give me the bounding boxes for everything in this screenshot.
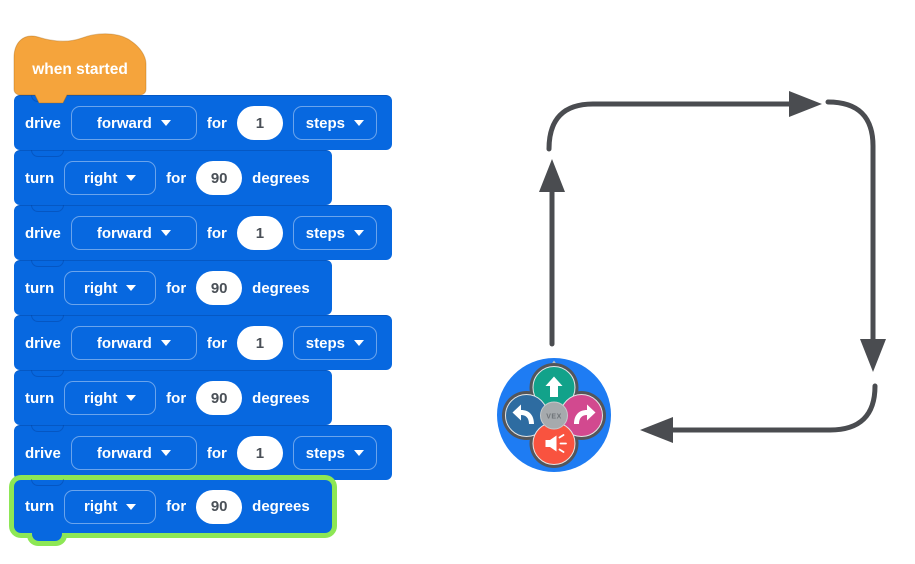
value-input[interactable]: 90: [196, 161, 243, 195]
unit-dropdown[interactable]: steps: [292, 326, 377, 360]
for-label: for: [166, 498, 187, 515]
for-label: for: [206, 444, 227, 462]
chevron-down-icon: [126, 395, 137, 401]
for-label: for: [166, 169, 187, 187]
chevron-down-icon: [160, 230, 171, 236]
arrow-right-icon: [789, 91, 822, 117]
robot-body: [497, 358, 611, 472]
hat-label: when started: [31, 61, 128, 78]
turn-left-button: [505, 394, 548, 437]
direction-dropdown[interactable]: forward: [70, 216, 197, 250]
chevron-down-icon: [160, 340, 171, 346]
path-arrowheads: [539, 91, 886, 443]
block-verb: turn: [25, 389, 55, 407]
chevron-down-icon: [160, 450, 171, 456]
value-input[interactable]: 1: [236, 216, 283, 250]
direction-dropdown[interactable]: right: [64, 489, 157, 524]
dropdown-value: right: [84, 498, 118, 515]
value-input[interactable]: 1: [236, 326, 283, 360]
hub-center: [540, 401, 568, 430]
chevron-down-icon: [126, 503, 137, 510]
drive-block[interactable]: drive forward for 1 steps: [14, 425, 392, 480]
block-verb: turn: [25, 279, 55, 297]
chevron-down-icon: [126, 285, 137, 291]
turn-block[interactable]: turn right for 90 degrees: [14, 150, 332, 205]
chevron-down-icon: [353, 450, 364, 456]
drive-block[interactable]: drive forward for 1 steps: [14, 95, 392, 150]
dropdown-value: steps: [305, 444, 345, 462]
chevron-down-icon: [353, 230, 364, 236]
chevron-down-icon: [160, 120, 171, 126]
unit-dropdown[interactable]: steps: [292, 436, 377, 470]
direction-dropdown[interactable]: right: [64, 161, 157, 195]
path-lines: [546, 99, 878, 433]
speaker-icon: [545, 434, 567, 453]
dropdown-value: right: [84, 389, 118, 407]
dropdown-value: right: [84, 279, 118, 297]
unit-label: degrees: [252, 279, 310, 297]
robot-direction-indicator-icon: [549, 360, 559, 368]
turn-right-button: [560, 394, 603, 437]
block-bump: [27, 532, 67, 546]
chevron-down-icon: [353, 120, 364, 126]
direction-dropdown[interactable]: forward: [70, 326, 197, 360]
chevron-down-icon: [126, 175, 137, 181]
sound-button: [532, 422, 576, 465]
dropdown-value: steps: [305, 224, 345, 242]
path-segment-down: [825, 99, 876, 344]
direction-dropdown[interactable]: right: [64, 271, 157, 305]
block-verb: turn: [25, 169, 55, 187]
unit-label: degrees: [252, 389, 310, 407]
vex-robot: VEX: [497, 358, 611, 472]
turn-block[interactable]: turn right for 90 degrees: [14, 260, 332, 315]
unit-dropdown[interactable]: steps: [292, 106, 377, 140]
for-label: for: [166, 279, 187, 297]
turn-right-arrow-icon: [574, 404, 596, 424]
when-started-hat-block[interactable]: when started: [13, 29, 149, 107]
dropdown-value: steps: [305, 334, 345, 352]
dropdown-value: right: [84, 169, 118, 187]
for-label: for: [206, 224, 227, 242]
value-input[interactable]: 1: [236, 106, 283, 140]
path-segment-right: [546, 101, 794, 152]
dropdown-value: forward: [96, 224, 152, 242]
turn-left-arrow-icon: [512, 404, 534, 424]
value-input[interactable]: 90: [196, 489, 243, 524]
drive-block[interactable]: drive forward for 1 steps: [14, 315, 392, 370]
up-arrow-icon: [545, 376, 563, 397]
forward-button: [532, 366, 576, 409]
dropdown-value: forward: [96, 444, 152, 462]
button-pad: [502, 363, 606, 468]
vex-hub-label: VEX: [546, 414, 562, 421]
dropdown-value: steps: [305, 114, 345, 132]
for-label: for: [206, 334, 227, 352]
turn-block[interactable]: turn right for 90 degrees: [14, 370, 332, 425]
unit-label: degrees: [252, 498, 310, 515]
path-segment-left: [668, 383, 878, 433]
value-input[interactable]: 90: [196, 381, 243, 415]
for-label: for: [166, 389, 187, 407]
arrow-down-icon: [860, 339, 886, 372]
block-verb: drive: [25, 114, 61, 132]
unit-label: degrees: [252, 169, 310, 187]
arrow-left-icon: [640, 417, 673, 443]
direction-dropdown[interactable]: forward: [70, 436, 197, 470]
value-input[interactable]: 90: [196, 271, 243, 305]
direction-dropdown[interactable]: forward: [70, 106, 197, 140]
turn-block-highlighted[interactable]: turn right for 90 degrees: [14, 479, 332, 546]
unit-dropdown[interactable]: steps: [292, 216, 377, 250]
value-input[interactable]: 1: [236, 436, 283, 470]
chevron-down-icon: [353, 340, 364, 346]
dropdown-value: forward: [96, 334, 152, 352]
dropdown-value: forward: [96, 114, 152, 132]
block-verb: drive: [25, 444, 61, 462]
direction-dropdown[interactable]: right: [64, 381, 157, 415]
block-verb: turn: [25, 498, 55, 515]
arrow-up-icon: [539, 159, 565, 192]
block-verb: drive: [25, 224, 61, 242]
for-label: for: [206, 114, 227, 132]
block-verb: drive: [25, 334, 61, 352]
hat-shape: [13, 33, 147, 104]
drive-block[interactable]: drive forward for 1 steps: [14, 205, 392, 260]
